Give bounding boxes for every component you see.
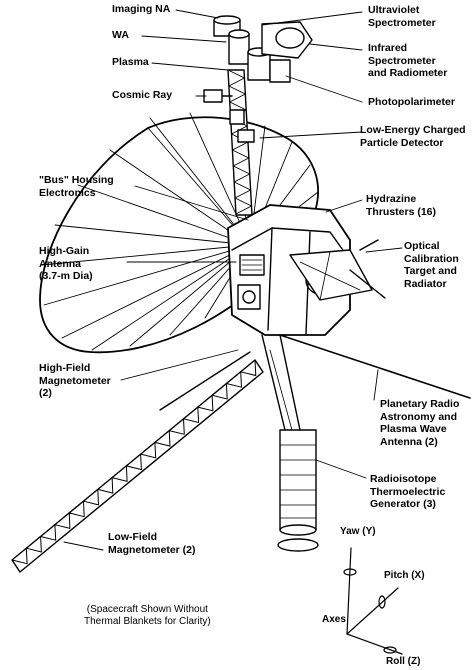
leader-lines <box>63 9 403 551</box>
pra-antenna <box>159 334 471 411</box>
bus-body <box>227 204 351 336</box>
label-bus-housing: "Bus" Housing Electronics <box>39 174 114 199</box>
calibration-target <box>289 239 386 301</box>
label-photopolarimeter: Photopolarimeter <box>368 96 455 108</box>
label-high-field-magnetometer: High-Field Magnetometer (2) <box>39 362 111 399</box>
axis-yaw-label: Yaw (Y) <box>340 526 376 537</box>
label-planetary-radio: Planetary Radio Astronomy and Plasma Wav… <box>380 398 460 448</box>
label-high-gain-antenna: High-Gain Antenna (3.7-m Dia) <box>39 245 93 282</box>
label-low-field-magnetometer: Low-Field Magnetometer (2) <box>108 531 196 556</box>
label-rtg: Radioisotope Thermoelectric Generator (3… <box>370 473 446 510</box>
label-lecp-detector: Low-Energy Charged Particle Detector <box>360 124 466 149</box>
label-optical-calibration: Optical Calibration Target and Radiator <box>404 240 459 290</box>
label-imaging-na: Imaging NA <box>112 3 171 15</box>
magnetometer-boom <box>11 359 264 573</box>
axes-label: Axes <box>322 614 346 625</box>
label-uv-spectrometer: Ultraviolet Spectrometer <box>368 4 436 29</box>
axis-roll-label: Roll (Z) <box>386 656 421 667</box>
axis-pitch-label: Pitch (X) <box>384 570 425 581</box>
scan-platform <box>203 15 313 103</box>
label-hydrazine-thrusters: Hydrazine Thrusters (16) <box>366 193 437 218</box>
rtg-boom <box>261 334 319 552</box>
axes-symbol <box>343 547 403 655</box>
label-cosmic-ray: Cosmic Ray <box>112 89 173 101</box>
label-ir-spectrometer: Infrared Spectrometer and Radiometer <box>368 42 448 79</box>
label-plasma: Plasma <box>112 56 149 68</box>
label-wa: WA <box>112 29 129 41</box>
clarity-note: (Spacecraft Shown Without Thermal Blanke… <box>84 604 211 627</box>
